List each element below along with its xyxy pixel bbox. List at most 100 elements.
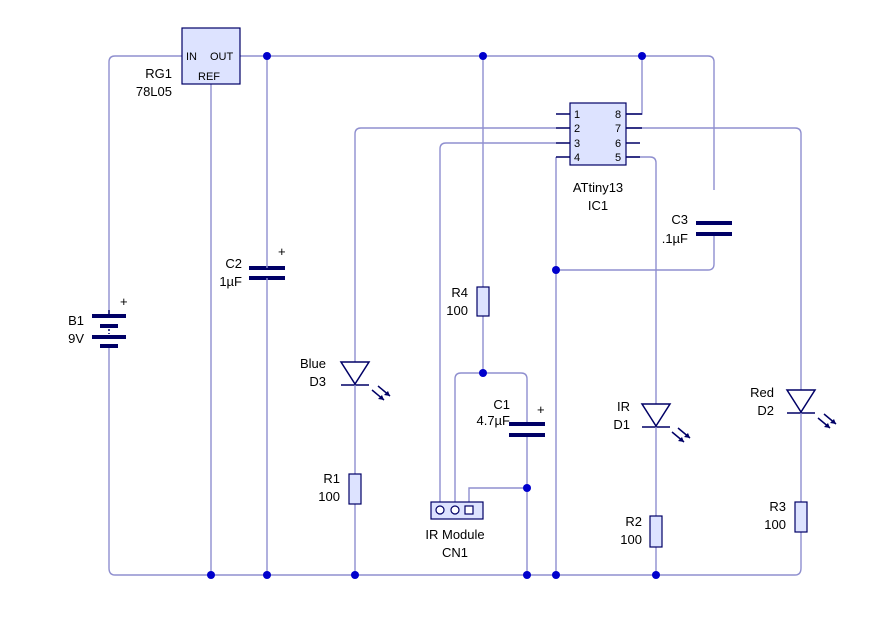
ic-name: ATtiny13 (573, 180, 623, 195)
junction (652, 571, 660, 579)
connector-pin (450, 505, 460, 515)
ic-pins-right (626, 113, 642, 158)
led-d3: Blue D3 (300, 338, 391, 410)
d3-ref: D3 (309, 374, 326, 389)
battery-polarity: + (120, 294, 128, 309)
resistor-r3: R3 100 (764, 499, 808, 533)
wires (108, 55, 802, 576)
battery-value: 9V (68, 331, 84, 346)
junction (207, 571, 215, 579)
capacitor-c3: C3 .1µF (662, 212, 732, 246)
r1-ref: R1 (323, 471, 340, 486)
wire-ground-rail (108, 346, 802, 576)
regulator-rg1: IN OUT REF RG1 78L05 (136, 27, 241, 99)
r1-value: 100 (318, 489, 340, 504)
cn1-ref: CN1 (442, 545, 468, 560)
r4-ref: R4 (451, 285, 468, 300)
r2-value: 100 (620, 532, 642, 547)
resistor-body (348, 473, 362, 505)
wire-pin5-d1 (626, 156, 657, 370)
junctions (207, 52, 660, 579)
d2-name: Red (750, 385, 774, 400)
ic-pin-2: 2 (574, 123, 580, 135)
c2-value: 1µF (219, 274, 242, 289)
connector-cn1: IR Module CN1 (425, 501, 485, 560)
junction (638, 52, 646, 60)
ic-body (569, 102, 627, 166)
ic-pin-4: 4 (574, 152, 580, 164)
junction (479, 369, 487, 377)
connector-pin-square (464, 505, 474, 515)
wire-c3-gnd (556, 236, 715, 271)
wire-node-cn1 (454, 372, 483, 502)
ic-pin-7: 7 (615, 123, 621, 135)
resistor-body (794, 501, 808, 533)
junction (523, 571, 531, 579)
regulator-body (181, 27, 241, 85)
wire-pin2-d3 (354, 127, 556, 338)
c2-ref: C2 (225, 256, 242, 271)
led-d2: Red D2 (750, 360, 837, 430)
resistor-r4: R4 100 (446, 285, 490, 318)
r4-value: 100 (446, 303, 468, 318)
wire-5v-rail (238, 55, 715, 190)
junction (552, 571, 560, 579)
ic-pin-3: 3 (574, 138, 580, 150)
d2-ref: D2 (757, 403, 774, 418)
r3-ref: R3 (769, 499, 786, 514)
junction (552, 266, 560, 274)
r3-value: 100 (764, 517, 786, 532)
led-arrowheads (378, 391, 390, 400)
led-arrowheads (824, 419, 836, 428)
r2-ref: R2 (625, 514, 642, 529)
led-d1: IR D1 (613, 370, 691, 443)
resistor-r2: R2 100 (620, 514, 663, 548)
junction (479, 52, 487, 60)
regulator-pin-ref: REF (198, 71, 220, 83)
ic-pin-6: 6 (615, 138, 621, 150)
c1-polarity: + (537, 402, 545, 417)
regulator-pin-out: OUT (210, 51, 234, 63)
led-triangle (339, 361, 371, 386)
c3-value: .1µF (662, 231, 688, 246)
capacitor-c2: + C2 1µF (219, 232, 286, 314)
wire-batt-plus (108, 55, 182, 310)
regulator-ref: RG1 (145, 66, 172, 81)
junction (523, 484, 531, 492)
junction (263, 571, 271, 579)
wire-vcc-pin8 (626, 56, 643, 115)
junction (263, 52, 271, 60)
c1-ref: C1 (493, 397, 510, 412)
ic-attiny13: 1 2 3 4 8 7 6 5 ATtiny13 IC1 (556, 102, 642, 213)
ic-ref: IC1 (588, 198, 608, 213)
resistor-body (476, 286, 490, 317)
wire-pin7-d2 (626, 127, 802, 360)
c3-ref: C3 (671, 212, 688, 227)
wire-pin3-cn1 (439, 142, 556, 502)
c1-value: 4.7µF (476, 413, 510, 428)
resistor-body (649, 515, 663, 548)
led-arrowheads (678, 433, 690, 442)
capacitor-c1: + C1 4.7µF (476, 397, 545, 437)
ic-pin-1: 1 (574, 109, 580, 121)
d1-name: IR (617, 399, 630, 414)
ic-pin-8: 8 (615, 109, 621, 121)
ic-pins-left (556, 113, 570, 158)
resistor-r1: R1 100 (318, 471, 362, 505)
battery-ref: B1 (68, 313, 84, 328)
connector-pin (435, 505, 445, 515)
d1-ref: D1 (613, 417, 630, 432)
regulator-value: 78L05 (136, 84, 172, 99)
junction (351, 571, 359, 579)
battery-b1: + B1 9V (68, 294, 128, 348)
cn1-name: IR Module (425, 527, 484, 542)
regulator-pin-in: IN (186, 51, 197, 63)
wire-node-c1 (483, 372, 528, 424)
wire-cn1-gnd (468, 487, 527, 502)
ic-pin-5: 5 (615, 152, 621, 164)
c2-polarity: + (278, 244, 286, 259)
led-triangle (785, 389, 817, 414)
led-triangle (640, 403, 672, 428)
d3-name: Blue (300, 356, 326, 371)
